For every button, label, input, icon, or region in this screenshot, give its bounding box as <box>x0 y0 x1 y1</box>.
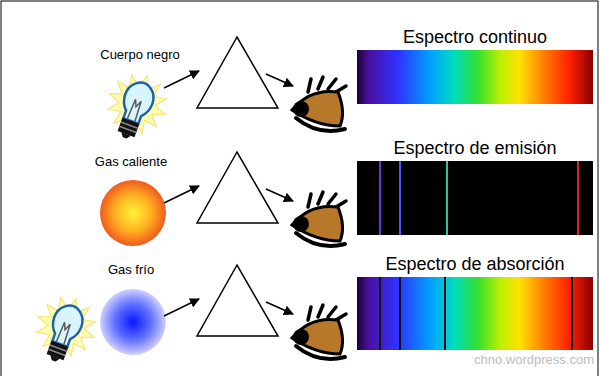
absorption-spectrum <box>357 277 593 350</box>
spectrum-title: Espectro de absorción <box>357 254 593 275</box>
emission-spectrum <box>577 161 579 235</box>
light-bulb <box>96 66 175 149</box>
source-label: Gas frío <box>95 263 167 278</box>
source-label: Cuerpo negro <box>97 48 183 63</box>
light-source: Cuerpo negro <box>97 48 183 136</box>
prism-and-eye <box>164 265 346 359</box>
continuous-spectrum <box>357 50 593 104</box>
prism-and-eye <box>164 37 346 131</box>
prism-and-eye <box>164 152 346 246</box>
gas-source: Gas frío <box>95 263 167 356</box>
spectrum-band: Espectro de absorción <box>357 254 593 350</box>
prism-and-eye <box>164 152 346 246</box>
absorption-spectrum <box>357 277 593 350</box>
light-bulb <box>96 66 175 149</box>
gas-source: Gas caliente <box>92 155 170 247</box>
emission-spectrum <box>357 161 593 235</box>
absorption-spectrum <box>379 277 381 350</box>
light-bulb <box>25 289 104 372</box>
absorption-spectrum <box>571 277 573 350</box>
spectrum-band: Espectro continuo <box>357 27 593 104</box>
light-bulb <box>25 289 104 372</box>
spectrum-title: Espectro de emisión <box>357 138 593 159</box>
spectrum-title: Espectro continuo <box>357 27 593 48</box>
spectrum-band: Espectro de emisión <box>357 138 593 235</box>
absorption-spectrum <box>399 277 401 350</box>
prism-and-eye <box>164 37 346 131</box>
emission-spectrum <box>446 161 448 235</box>
watermark: chno.wordpress.com <box>474 352 594 367</box>
prism-and-eye <box>164 265 346 359</box>
cold-gas <box>100 289 166 355</box>
absorption-spectrum <box>444 277 446 350</box>
emission-spectrum <box>379 161 381 235</box>
emission-spectrum <box>399 161 401 235</box>
emission-spectrum <box>357 161 593 235</box>
source-label: Gas caliente <box>92 155 170 170</box>
hot-gas <box>100 180 166 246</box>
